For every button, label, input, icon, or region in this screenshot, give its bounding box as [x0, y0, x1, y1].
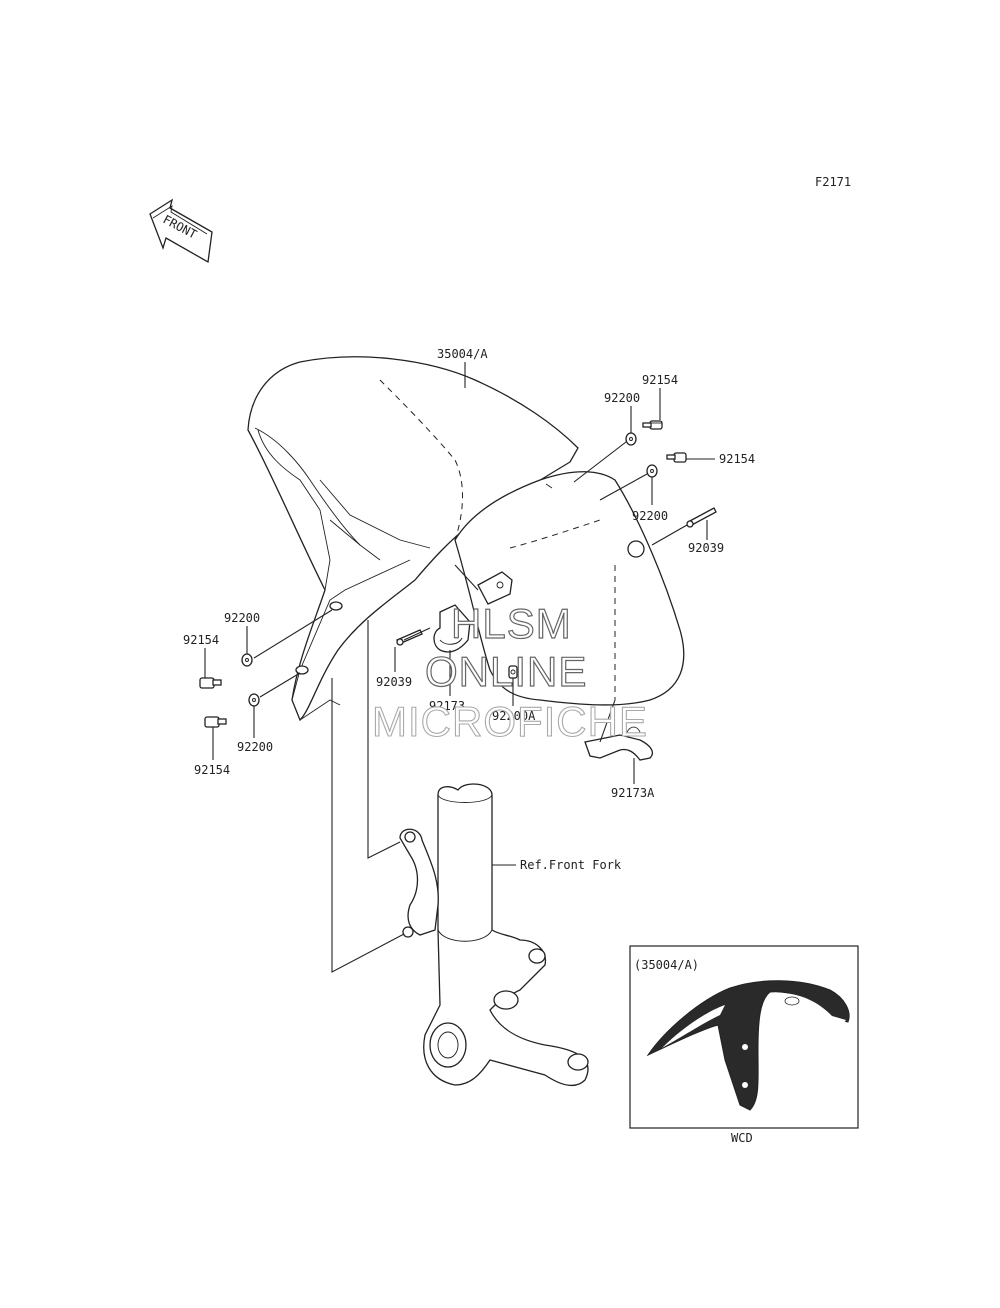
watermark-line-2: ONLINE — [425, 648, 587, 695]
washer-92200-right — [646, 464, 658, 478]
inset-fender — [646, 980, 850, 1111]
callout-92154-left1: 92154 — [183, 633, 219, 647]
fender-bracket — [477, 571, 513, 605]
inset-title: (35004/A) — [634, 958, 699, 972]
watermark: HLSM ONLINE MICROFICHE — [371, 599, 648, 745]
callout-92039-mid: 92039 — [376, 675, 412, 689]
watermark-line-1: HLSM — [451, 600, 572, 647]
callout-92154-top: 92154 — [642, 373, 678, 387]
front-fender — [247, 356, 685, 722]
callout-92200a: 92200A — [492, 709, 536, 723]
callout-92200-right: 92200 — [632, 509, 668, 523]
callout-92154-left2: 92154 — [194, 763, 230, 777]
front-arrow-icon: FRONT — [149, 198, 213, 264]
washer-92200-top — [625, 432, 637, 446]
bolt-92154-top — [642, 420, 663, 430]
bolt-92154-left2 — [204, 716, 227, 728]
watermark-line-3: MICROFICHE — [372, 698, 648, 745]
callout-92154-right: 92154 — [719, 452, 755, 466]
bolt-92154-right — [666, 452, 687, 463]
leader-lines — [204, 362, 715, 973]
inset-box: (35004/A) WCD — [629, 945, 859, 1145]
callout-92200-left1: 92200 — [224, 611, 260, 625]
callout-92173a: 92173A — [611, 786, 655, 800]
inset-caption: WCD — [731, 1131, 753, 1145]
reference-label: Ref.Front Fork — [520, 858, 622, 872]
front-fork — [399, 783, 589, 1087]
callout-92039-right: 92039 — [688, 541, 724, 555]
clamp-92173a — [584, 726, 654, 761]
pin-92039-right — [686, 507, 717, 528]
washer-92200-left1 — [241, 653, 253, 667]
bolt-92154-left1 — [199, 677, 222, 689]
callout-92173: 92173 — [429, 699, 465, 713]
figure-code: F2171 — [815, 175, 851, 189]
callout-92200-top: 92200 — [604, 391, 640, 405]
washer-92200-left2 — [248, 693, 260, 707]
callout-92200-left2: 92200 — [237, 740, 273, 754]
callout-35004a: 35004/A — [437, 347, 488, 361]
clamp-92173 — [433, 604, 471, 653]
